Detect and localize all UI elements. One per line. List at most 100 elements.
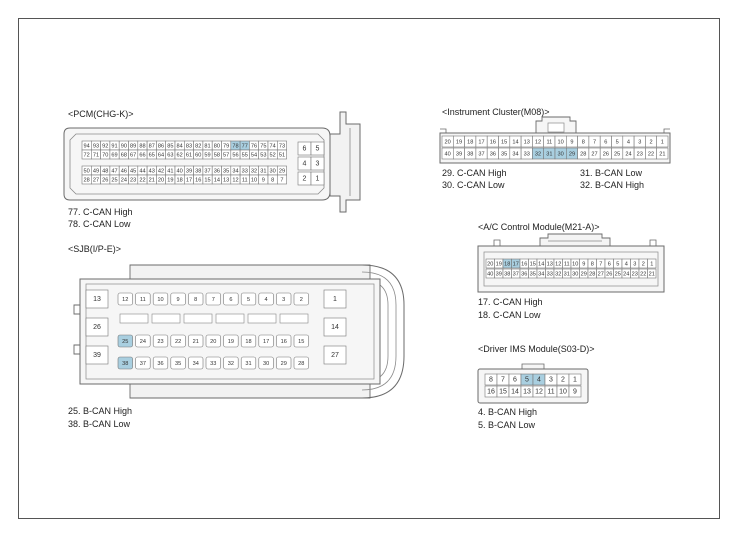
pcm-pin-87: 87 xyxy=(149,144,155,150)
pcm-body xyxy=(63,127,331,201)
sjb-pin-30: 30 xyxy=(263,361,269,367)
sjb-blank-slot xyxy=(151,313,181,324)
sjb-pin-12: 12 xyxy=(122,297,128,303)
pcm-pin-24: 24 xyxy=(121,178,127,184)
pcm-pin-50: 50 xyxy=(84,169,90,175)
ic-pin-38: 38 xyxy=(467,152,473,158)
ims-pin-11: 11 xyxy=(547,389,554,396)
sjb-pin-29-cell xyxy=(276,356,292,370)
ims-pin-14: 14 xyxy=(511,389,519,396)
sjb-pin-17: 17 xyxy=(263,339,269,345)
pcm-pin-20: 20 xyxy=(158,178,164,184)
sjb-pin-38-cell xyxy=(117,356,133,370)
sjb-blank-slot xyxy=(183,313,213,324)
sjb-pin-10-cell xyxy=(152,292,169,306)
sjb-blank-slot xyxy=(247,313,277,324)
pcm-pin-94: 94 xyxy=(84,144,90,150)
sjb-pin-31: 31 xyxy=(245,361,251,367)
sjb-pin-14-cell xyxy=(323,317,347,337)
ic-pin-13: 13 xyxy=(524,140,530,146)
ic-pin-7: 7 xyxy=(593,140,596,146)
sjb-left-notches xyxy=(73,304,80,355)
ic-pin-20: 20 xyxy=(445,140,451,146)
sjb-pin-9: 9 xyxy=(177,297,180,303)
pcm-pin-35: 35 xyxy=(223,169,229,175)
ims-latch xyxy=(521,363,545,369)
pcm-pin-7: 7 xyxy=(280,178,283,184)
ac-pin-40: 40 xyxy=(487,272,493,278)
ac-latch xyxy=(539,233,611,246)
sjb-pin-5: 5 xyxy=(247,297,250,303)
ac-pin-10: 10 xyxy=(572,262,578,268)
sjb-pin-27-cell xyxy=(323,345,347,365)
sjb-pin-4: 4 xyxy=(265,297,268,303)
sjb-pin-15-cell xyxy=(293,334,309,348)
sjb-pin-5-cell xyxy=(240,292,257,306)
ic-pin-26: 26 xyxy=(603,152,609,158)
ac-pin-9: 9 xyxy=(582,262,585,268)
sjb-pin-12-cell xyxy=(117,292,133,306)
sjb-pin-29: 29 xyxy=(281,361,287,367)
pcm-pin-36: 36 xyxy=(214,169,220,175)
pcm-pin-8: 8 xyxy=(271,178,274,184)
ic-pin-17: 17 xyxy=(478,140,484,146)
pcm-pin-82: 82 xyxy=(195,144,201,150)
ic-label-29: 29. C-CAN High xyxy=(442,168,507,178)
ic-pin-18: 18 xyxy=(467,140,473,146)
ic-ears xyxy=(440,128,670,133)
pcm-pin-13: 13 xyxy=(223,178,229,184)
sjb-pin-22: 22 xyxy=(175,339,181,345)
ic-pin-34: 34 xyxy=(512,152,518,158)
sjb-pin-32: 32 xyxy=(228,361,234,367)
ac-pin-18: 18 xyxy=(504,262,510,268)
ic-latch-window xyxy=(547,122,565,133)
pcm-pin-62: 62 xyxy=(177,153,183,159)
ic-pin-6: 6 xyxy=(604,140,607,146)
sjb-pin-28-cell xyxy=(293,356,309,370)
ic-pin-30: 30 xyxy=(558,152,564,158)
sjb-pin-19: 19 xyxy=(228,339,234,345)
ac-pin-16: 16 xyxy=(521,262,527,268)
ic-pin-32: 32 xyxy=(535,152,541,158)
ac-pin-7: 7 xyxy=(599,262,602,268)
sjb-pin-25-cell xyxy=(117,334,133,348)
ic-pin-1-cell xyxy=(656,135,669,148)
sjb-pin-9-cell xyxy=(170,292,186,306)
sjb-pin-6-cell xyxy=(223,292,239,306)
pcm-pin-49: 49 xyxy=(93,169,99,175)
sjb-pin-34: 34 xyxy=(193,361,199,367)
ac-pin-13: 13 xyxy=(547,262,553,268)
sjb-pin-37-cell xyxy=(135,356,151,370)
pcm-pin-15: 15 xyxy=(204,178,210,184)
ic-pin-21: 21 xyxy=(659,152,665,158)
ac-label-18: 18. C-CAN Low xyxy=(478,310,541,320)
pcm-pin-71: 71 xyxy=(93,153,99,159)
ims-pin-16: 16 xyxy=(487,389,495,396)
sjb-pin-35: 35 xyxy=(175,361,181,367)
sjb-pin-1: 1 xyxy=(333,296,337,303)
ac-pin-38: 38 xyxy=(504,272,510,278)
sjb-pin-24-cell xyxy=(135,334,151,348)
sjb-pin-1-cell xyxy=(323,289,347,309)
pcm-pin-78: 78 xyxy=(232,144,238,150)
ac-title: <A/C Control Module(M21-A)> xyxy=(478,222,600,232)
ic-pin-10: 10 xyxy=(558,140,564,146)
sjb-pin-19-cell xyxy=(223,334,239,348)
pcm-pin-3-cell xyxy=(310,156,325,171)
sjb-pin-39: 39 xyxy=(93,352,101,359)
ic-pin-36: 36 xyxy=(490,152,496,158)
pcm-pin-41: 41 xyxy=(167,169,173,175)
pcm-pin-69: 69 xyxy=(111,153,117,159)
sjb-pin-21-cell xyxy=(188,334,204,348)
pcm-pin-26: 26 xyxy=(102,178,108,184)
pcm-pin-52: 52 xyxy=(270,153,276,159)
pcm-pin-22: 22 xyxy=(139,178,145,184)
ac-pin-35: 35 xyxy=(530,272,536,278)
ac-pin-12: 12 xyxy=(555,262,561,268)
pcm-pin-17: 17 xyxy=(186,178,192,184)
